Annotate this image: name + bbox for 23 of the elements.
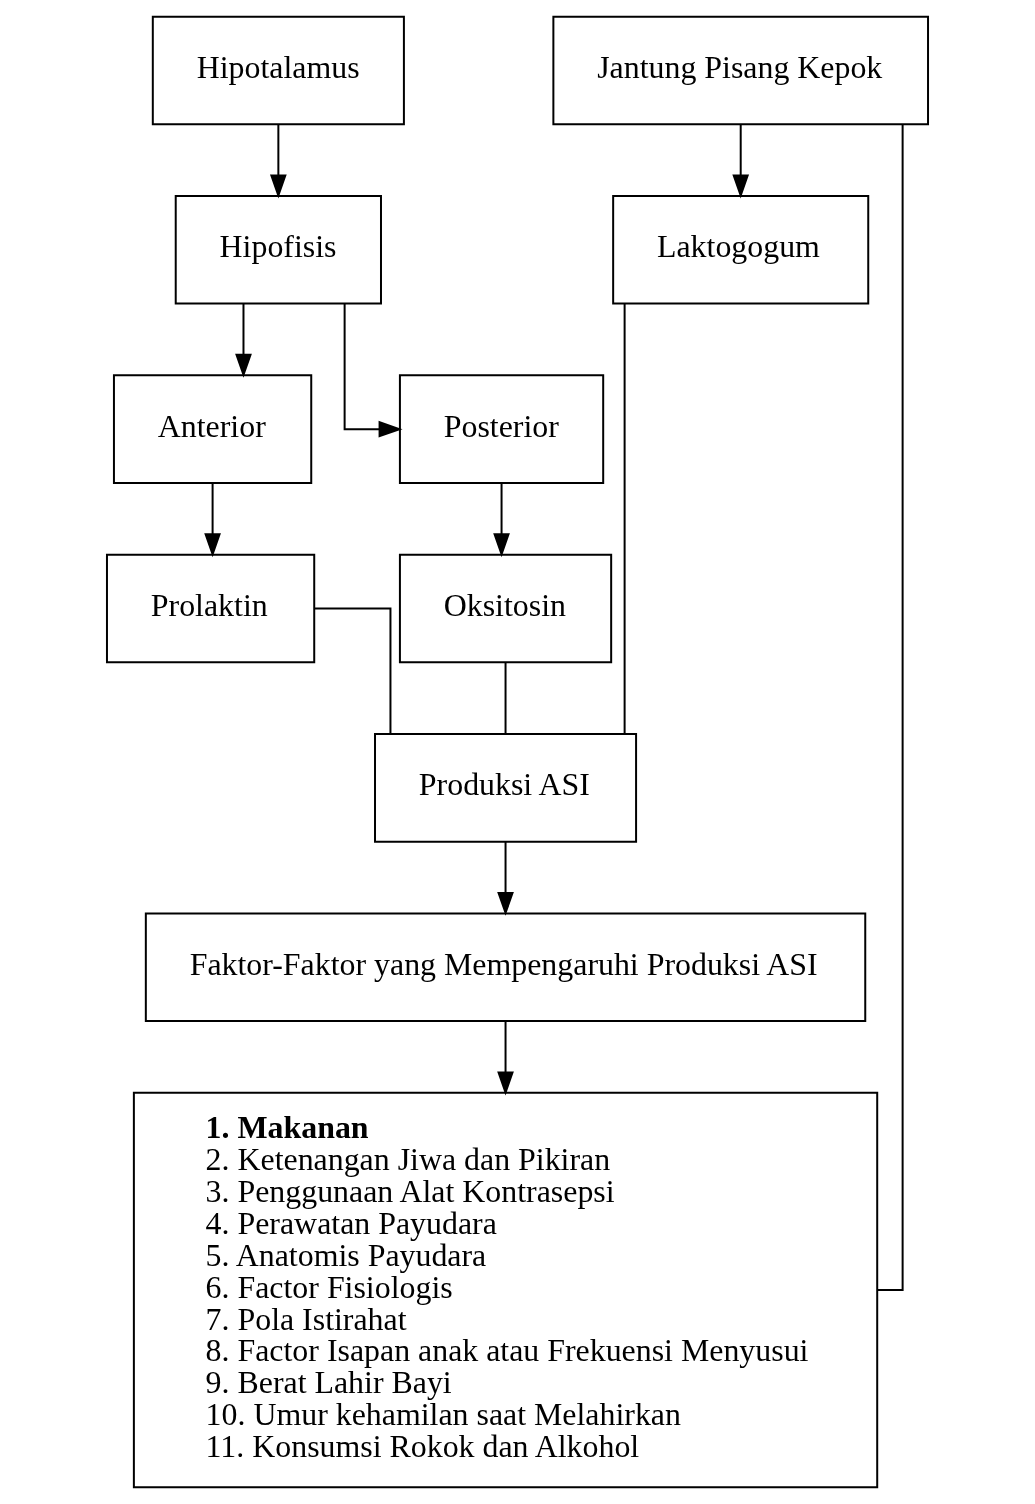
node-box: Anterior — [112, 374, 313, 484]
node-box: Faktor-Faktor yang Mempengaruhi Produksi ASI — [144, 912, 867, 1023]
connector — [876, 123, 904, 1292]
arrow — [235, 302, 252, 378]
node-box: Prolaktin — [105, 553, 316, 664]
arrow — [269, 123, 287, 199]
node-box: Hipotalamus — [151, 15, 405, 126]
arrow — [497, 840, 514, 916]
arrow — [343, 302, 403, 438]
connector — [623, 302, 626, 735]
node-box: 1. Makanan 2. Ketenangan Jiwa dan Pikiran 3. Penggunaan Alat Kontrasepsi 4. Perawatan Payudara 5. Anatomis Payudara 6. Factor Fisiologis 7. Pola Istirahat 8. Factor Isapan anak atau Frekuensi Menyusui 9. Berat Lahir Bayi 10. Umur kehamilan saat Melahirkan 11. Konsumsi Rokok dan Alkohol — [132, 1091, 879, 1489]
node-box: Jantung Pisang Kepok — [552, 15, 930, 126]
node-box: Laktogogum — [612, 195, 870, 305]
node-box: Hipofisis — [174, 195, 382, 305]
node-box: Posterior — [398, 374, 605, 484]
arrow — [732, 123, 750, 199]
node-box: Oksitosin — [398, 553, 613, 664]
arrow — [493, 481, 510, 558]
arrow — [204, 481, 221, 558]
connector — [504, 661, 507, 735]
arrow — [497, 1020, 514, 1096]
node-box: Produksi ASI — [374, 733, 638, 843]
connector — [313, 607, 392, 736]
